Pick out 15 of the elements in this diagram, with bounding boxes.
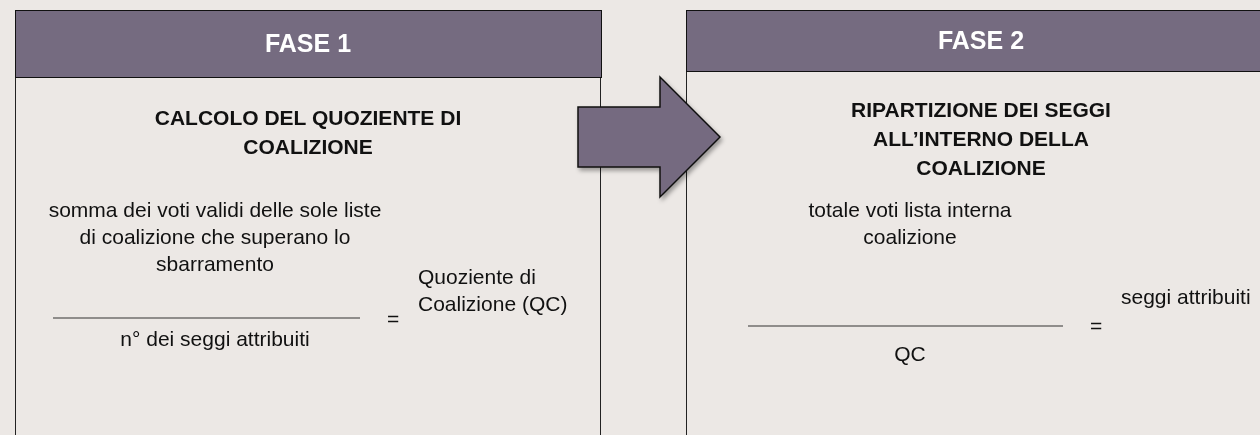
phase-panel xyxy=(15,10,601,435)
phase-heading: CALCOLO DEL QUOZIENTE DI COALIZIONE xyxy=(154,106,462,158)
phase-panel xyxy=(686,10,1260,435)
block-arrow xyxy=(577,75,722,199)
formula-text: totale voti lista interna coalizione xyxy=(807,197,1013,250)
formula-text: n° dei seggi attribuiti xyxy=(119,326,311,352)
equals-sign: QC xyxy=(893,341,927,367)
phase-heading: RIPARTIZIONE DEI SEGGI ALL’INTERNO DELLA COALIZIONE xyxy=(851,98,1111,179)
equals-sign: = xyxy=(387,306,401,332)
phase-title: FASE 2 xyxy=(937,26,1025,55)
formula-text: Quoziente di Coalizione (QC) xyxy=(418,264,569,317)
formula-text: somma dei voti validi delle sole liste di coalizione che superano lo sbarramento xyxy=(47,197,383,277)
phase-title: FASE 1 xyxy=(264,29,352,58)
formula-text: seggi attribuiti xyxy=(1121,284,1252,310)
equals-sign: = xyxy=(1090,313,1104,339)
